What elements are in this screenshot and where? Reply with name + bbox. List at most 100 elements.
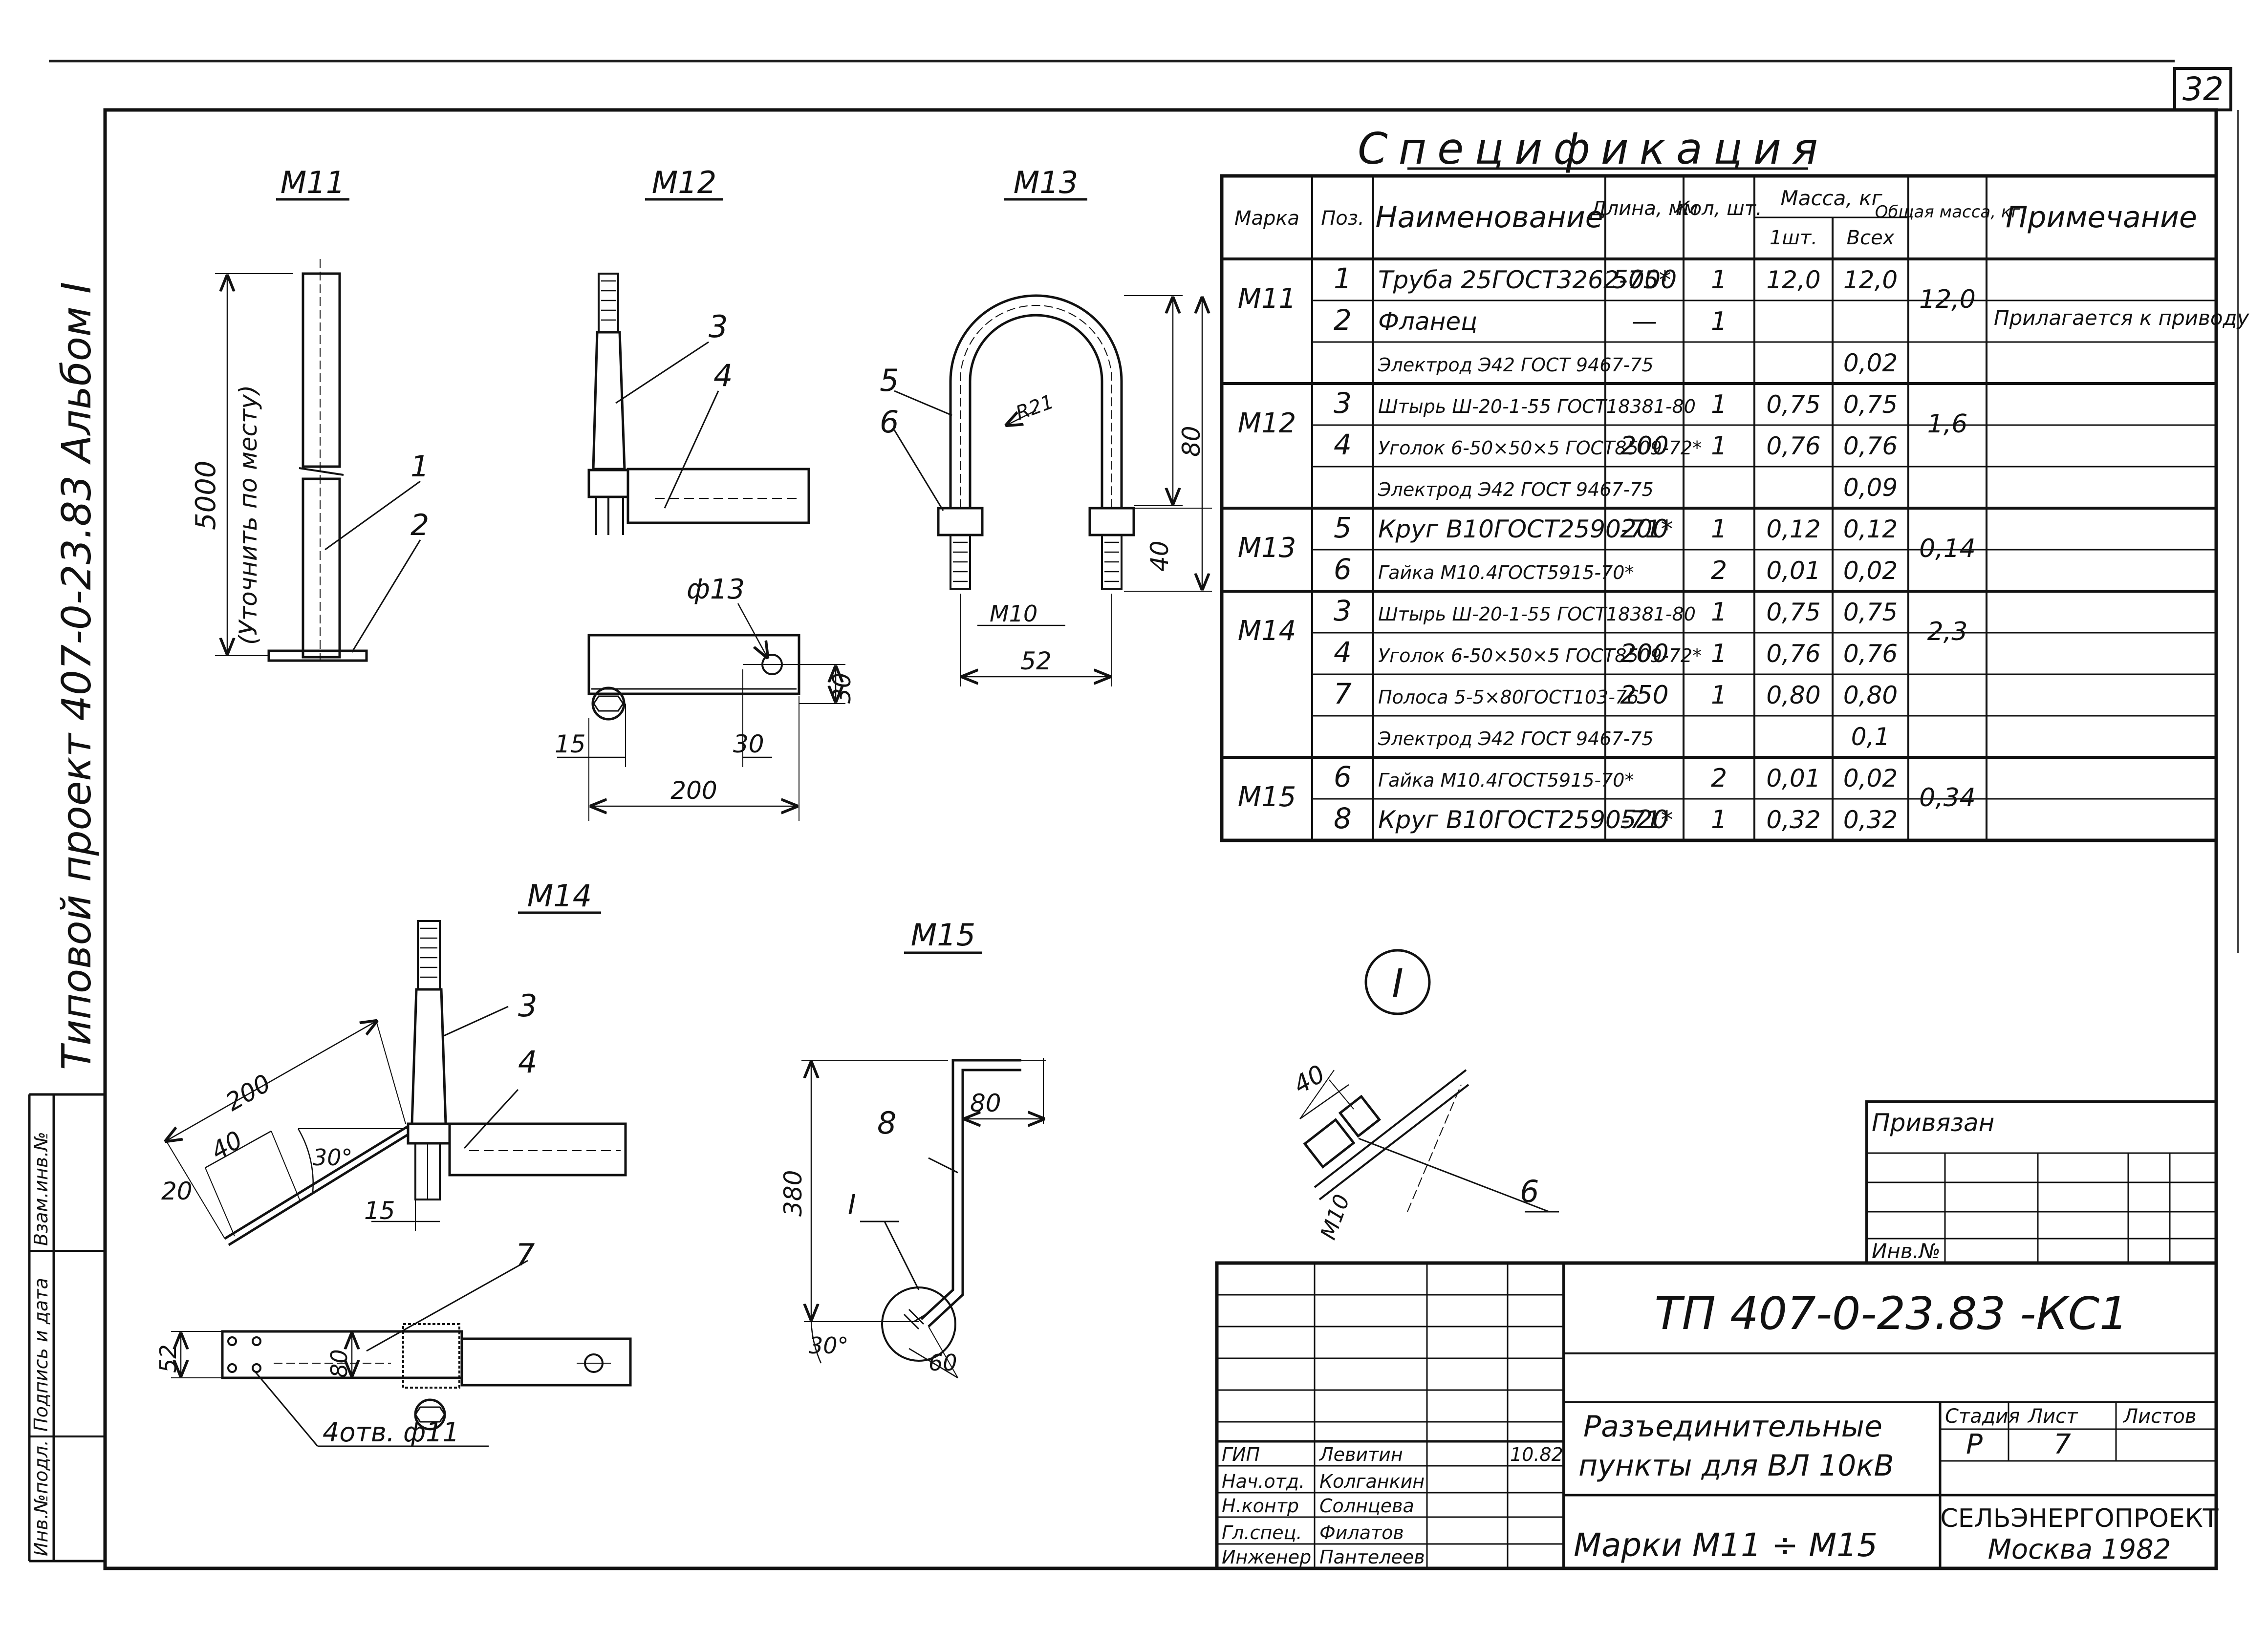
- spec-cell-mass-all: 0,02: [1843, 349, 1898, 377]
- title-desc-2: пункты для ВЛ 10кВ: [1578, 1449, 1894, 1483]
- drawing-m14: М14: [166, 878, 632, 1447]
- spec-header-total: Общая масса, кг: [1875, 202, 2021, 222]
- m13-radius: R21: [1013, 390, 1057, 425]
- m15-dim-80: 80: [970, 1089, 1001, 1117]
- spec-cell-mass-all: 0,75: [1843, 598, 1898, 626]
- spec-header-mass: Масса, кг: [1780, 186, 1882, 210]
- title-sheets-label: Листов: [2122, 1405, 2196, 1428]
- m14-title: М14: [527, 878, 592, 914]
- signer-role: Нач.отд.: [1222, 1471, 1305, 1492]
- m14-dim-20: 20: [161, 1177, 193, 1205]
- drawing-m11: М11: [215, 165, 421, 664]
- title-marks: Марки М11 ÷ М15: [1574, 1526, 1878, 1564]
- m14-dim-angle: 30°: [313, 1144, 353, 1171]
- spec-cell-pos: 8: [1334, 802, 1352, 835]
- spec-cell-mass-one: 0,75: [1766, 598, 1820, 626]
- m11-dim-length: 5000: [190, 460, 222, 530]
- strip-label-replaced: Взам.инв.№: [30, 1132, 52, 1246]
- spec-cell-qty: 1: [1711, 431, 1727, 461]
- spec-header-mass-all: Всех: [1847, 227, 1895, 249]
- spec-cell-mass-one: 0,32: [1766, 806, 1820, 834]
- spec-header-name: Наименование: [1375, 200, 1603, 235]
- spec-cell-note: Прилагается к приводу: [1994, 306, 2250, 330]
- drawing-m12: М12: [557, 165, 845, 821]
- spec-cell-qty: 1: [1711, 307, 1727, 336]
- signer-role: Инженер: [1222, 1546, 1311, 1568]
- spec-cell-total: 0,34: [1919, 783, 1976, 813]
- spec-cell-mass-one: 0,76: [1766, 640, 1820, 668]
- signer-role: Гл.спец.: [1222, 1522, 1302, 1543]
- spec-header-pos: Поз.: [1321, 207, 1364, 230]
- detail-i-title: I: [1392, 961, 1404, 1006]
- m11-callout-2: 2: [410, 508, 429, 542]
- m11-note: (Уточнить по месту): [234, 385, 262, 645]
- spec-header-mass-one: 1шт.: [1770, 227, 1817, 249]
- sheet-number: 32: [2182, 70, 2224, 108]
- spec-cell-name: Электрод Э42 ГОСТ 9467-75: [1378, 728, 1654, 750]
- spec-cell-mass-all: 0,80: [1843, 681, 1898, 709]
- spec-cell-qty: 2: [1711, 556, 1727, 585]
- m12-title: М12: [652, 165, 716, 200]
- spec-cell-mass-all: 0,09: [1843, 473, 1898, 502]
- m15-title: М15: [911, 917, 975, 953]
- spec-cell-name: Круг В10ГОСТ2590-71*: [1378, 515, 1673, 543]
- spec-cell-name: Гайка М10.4ГОСТ5915-70*: [1378, 770, 1634, 791]
- spec-cell-length: 200: [1620, 639, 1668, 668]
- spec-cell-pos: 4: [1334, 636, 1352, 669]
- m13-callout-5: 5: [880, 363, 899, 398]
- m15-dim-angle: 30°: [809, 1332, 849, 1359]
- signer-role: Н.контр: [1222, 1495, 1299, 1517]
- m14-callout-3: 3: [518, 988, 537, 1024]
- spec-cell-qty: 1: [1711, 639, 1727, 668]
- spec-cell-qty: 1: [1711, 390, 1727, 419]
- detail-i-callout-6: 6: [1520, 1174, 1539, 1209]
- m14-dim-15: 15: [364, 1197, 395, 1225]
- spec-cell-name: Штырь Ш-20-1-55 ГОСТ18381-80: [1378, 603, 1696, 625]
- spec-cell-length: 520: [1620, 805, 1668, 835]
- spec-cell-mass-one: 0,01: [1766, 764, 1820, 793]
- title-org: СЕЛЬЭНЕРГОПРОЕКТ: [1940, 1504, 2218, 1533]
- spec-cell-length: 5000: [1612, 265, 1677, 295]
- spec-cell-mass-all: 0,1: [1851, 723, 1890, 751]
- spec-cell-name: Уголок 6-50×50×5 ГОСТ8509-72*: [1378, 645, 1702, 666]
- spec-cell-name: Штырь Ш-20-1-55 ГОСТ18381-80: [1378, 396, 1696, 417]
- project-title-vertical: Типовой проект 407-0-23.83 Альбом I: [54, 282, 100, 1070]
- spec-cell-total: 12,0: [1919, 285, 1976, 314]
- title-stage: Р: [1966, 1429, 1983, 1460]
- title-block: [1215, 1261, 2218, 1570]
- spec-header-mark: Марка: [1234, 207, 1299, 230]
- attached-inv: Инв.№: [1872, 1239, 1941, 1263]
- spec-cell-length: 250: [1620, 681, 1668, 710]
- m13-dim-40: 40: [1145, 540, 1174, 572]
- signer-name: Солнцева: [1319, 1495, 1414, 1517]
- spec-cell-qty: 2: [1711, 764, 1727, 793]
- m14-dim-200: 200: [221, 1069, 276, 1116]
- m15-dim-60: 60: [929, 1350, 957, 1376]
- strip-label-signature: Подпись и дата: [30, 1278, 52, 1432]
- m12-hole: ф13: [687, 574, 745, 605]
- m14-dim-40: 40: [206, 1125, 247, 1165]
- title-city-year: Москва 1982: [1988, 1534, 2171, 1565]
- signer-name: Левитин: [1318, 1444, 1403, 1465]
- signer-name: Колганкин: [1319, 1471, 1425, 1492]
- m13-dim-52: 52: [1020, 647, 1052, 675]
- spec-cell-length: —: [1632, 307, 1657, 336]
- title-desc-1: Разъединительные: [1583, 1410, 1882, 1444]
- m15-callout-8: 8: [877, 1105, 896, 1141]
- spec-cell-pos: 7: [1334, 677, 1352, 710]
- spec-cell-mass-one: 0,01: [1766, 557, 1820, 585]
- signer-date: 10.82: [1510, 1444, 1563, 1465]
- m12-callout-3: 3: [709, 309, 728, 344]
- spec-cell-qty: 1: [1711, 265, 1727, 295]
- spec-cell-name: Уголок 6-50×50×5 ГОСТ8509-72*: [1378, 437, 1702, 459]
- m15-callout-i: I: [848, 1189, 856, 1221]
- spec-cell-qty: 1: [1711, 598, 1727, 627]
- detail-i-dim-40: 40: [1289, 1059, 1330, 1099]
- spec-header-qty: Кол, шт.: [1676, 197, 1762, 220]
- title-stage-label: Стадия: [1945, 1405, 2020, 1428]
- spec-cell-mass-one: 0,80: [1766, 681, 1820, 709]
- m13-title: М13: [1014, 165, 1078, 200]
- spec-header-length: Длина, мм: [1590, 197, 1698, 220]
- m15-dim-380: 380: [779, 1170, 807, 1217]
